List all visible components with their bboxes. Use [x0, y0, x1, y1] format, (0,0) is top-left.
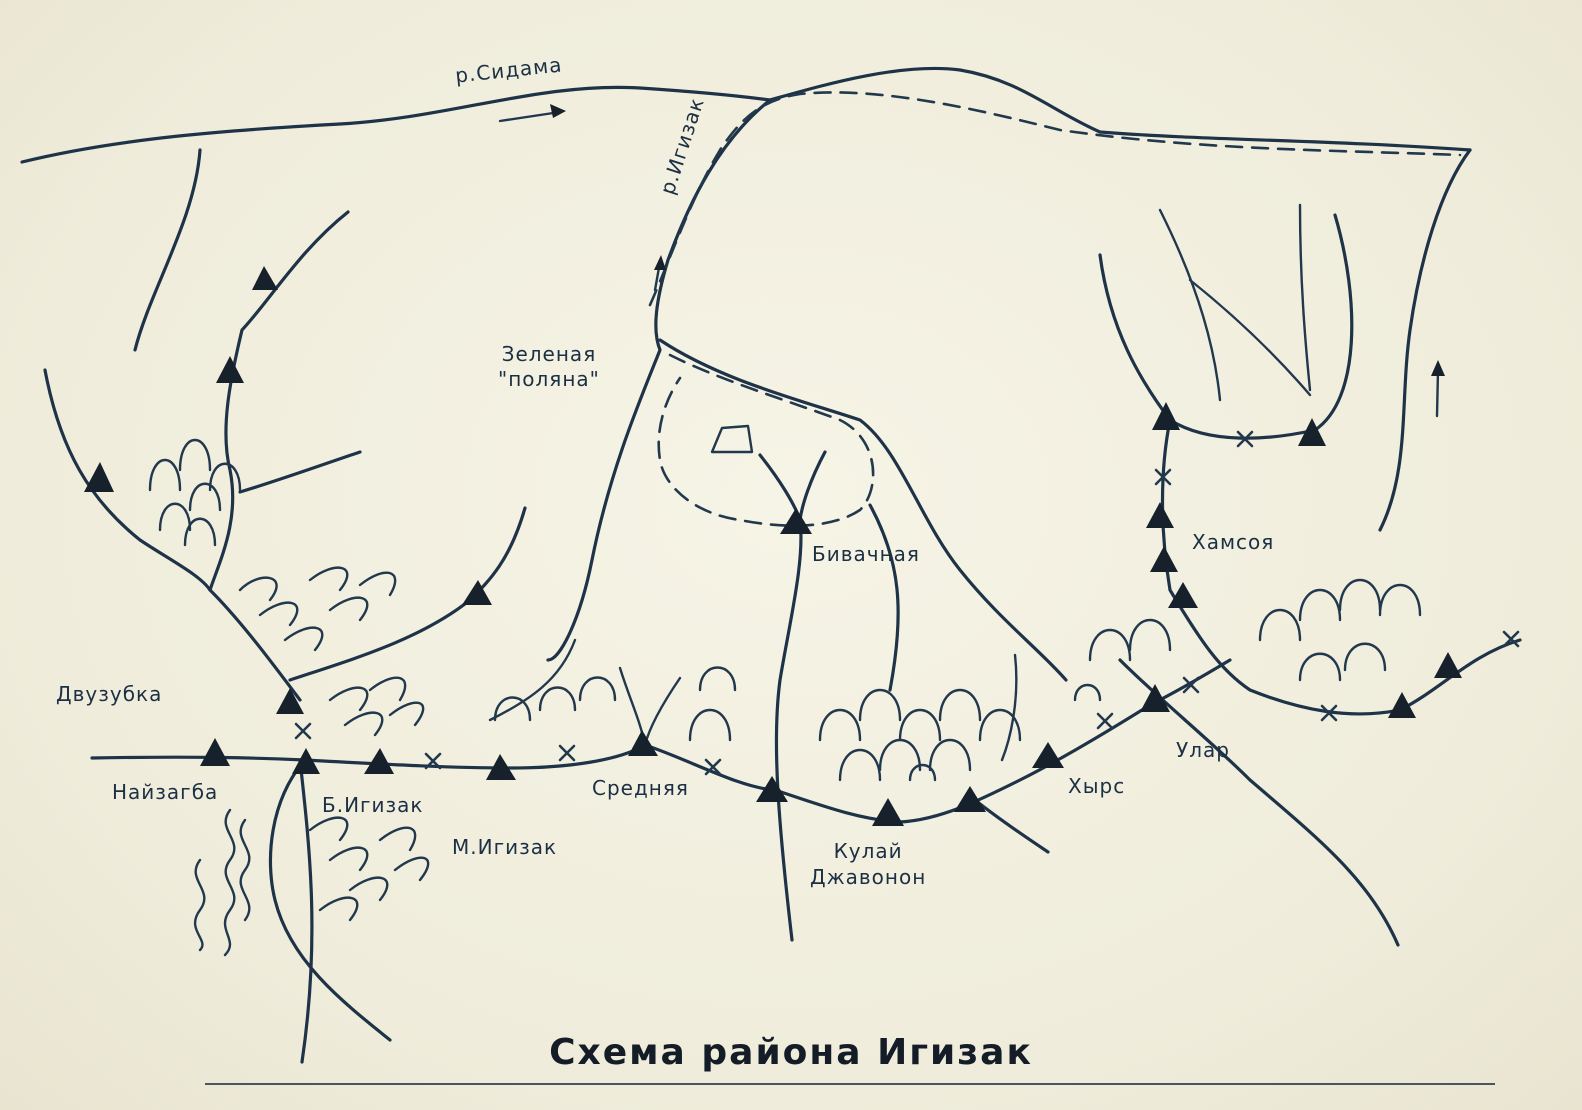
khamsoya-inner-2 — [1298, 203, 1312, 392]
title-underline — [205, 1083, 1495, 1085]
camp-square-icon — [710, 424, 754, 454]
igizak-river-west-bank — [546, 98, 772, 662]
flow-arrow-icon — [498, 104, 566, 123]
river-b-igizak-2 — [298, 758, 314, 1064]
spur-3 — [643, 676, 682, 747]
bivachnaya-side-stream — [868, 503, 900, 692]
bivachnaya-stream — [758, 453, 803, 942]
sidama-river-east — [768, 66, 1472, 152]
khamsoya-inner-1 — [1158, 208, 1222, 402]
label-kulai-dzhavonon: Кулай Джавонон — [810, 839, 927, 889]
label-dvuzubka: Двузубка — [56, 682, 163, 706]
igizak-river-east-bank — [658, 338, 1068, 682]
map-title: Схема района Игизак — [549, 1032, 1033, 1073]
label-b-igizak: Б.Игизак — [322, 793, 424, 817]
flow-arrow-icon — [1431, 360, 1445, 418]
spur-khyrs — [973, 798, 1050, 854]
ridge-west-5 — [288, 506, 527, 682]
label-khyrs: Хырс — [1068, 774, 1126, 798]
bivachnaya-branch-east — [798, 450, 827, 522]
east-edge-river — [1378, 148, 1472, 532]
ridge-west-4 — [238, 450, 362, 494]
trail-igizak — [648, 91, 1462, 307]
main-ridge — [90, 658, 1232, 824]
scrub-icon — [193, 566, 430, 957]
forest-icon — [493, 579, 1422, 782]
label-green-meadow: Зеленая "поляна" — [498, 342, 600, 391]
forest-icon — [148, 439, 242, 547]
peak-triangle-icon — [84, 266, 1462, 826]
pass-cross-icon — [294, 430, 1520, 776]
trail-meadow — [657, 353, 875, 528]
label-bivachnaya: Бивачная — [812, 542, 920, 566]
label-naizagba: Найзагба — [112, 780, 219, 804]
label-m-igizak: М.Игизак — [452, 835, 558, 859]
spur-4 — [1000, 653, 1018, 762]
label-srednyaya: Средняя — [592, 776, 689, 800]
label-ular: Улар — [1176, 738, 1230, 762]
sidama-river — [20, 85, 772, 164]
river-b-igizak — [268, 758, 392, 1042]
ridge-west-1 — [43, 368, 302, 702]
ridge-west-3 — [133, 148, 202, 352]
label-khamsoya: Хамсоя — [1192, 530, 1275, 554]
ridge-west-2 — [208, 210, 350, 592]
flow-arrow-icon — [653, 255, 666, 292]
khamsoya-ridge — [1098, 213, 1354, 440]
khamsoya-inner-3 — [1188, 278, 1312, 397]
spur-1 — [488, 638, 577, 722]
